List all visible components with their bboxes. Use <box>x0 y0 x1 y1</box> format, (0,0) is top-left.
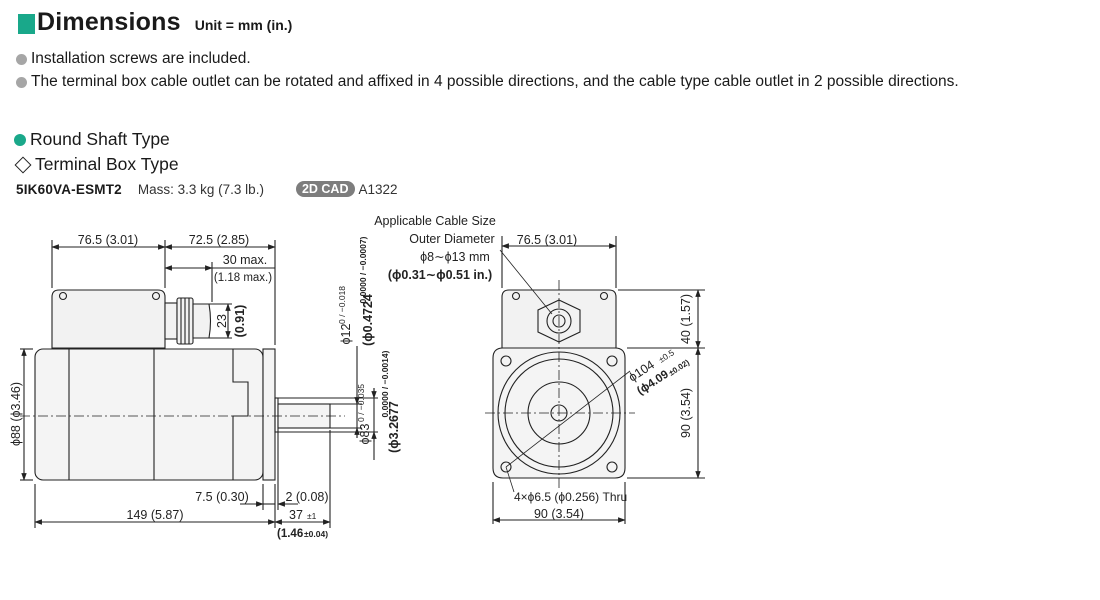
box-type-label: Terminal Box Type <box>35 154 179 174</box>
dim-holes: 4×ϕ6.5 (ϕ0.256) Thru <box>514 490 627 504</box>
note-item: Installation screws are included. <box>16 50 251 68</box>
cad-badge[interactable]: 2D CAD <box>295 181 355 197</box>
dim-shaft-length-in-tol: ±0.04) <box>304 529 328 539</box>
dim-total-length: 149 (5.87) <box>127 508 184 522</box>
dim-pilot-dia: ϕ83 <box>358 424 372 445</box>
note-text: The terminal box cable outlet can be rot… <box>31 73 959 90</box>
cable-range-mm: ϕ8∼ϕ13 mm <box>420 250 490 264</box>
dim-outlet-height-in: (0.91) <box>233 305 247 338</box>
side-view-labels: 76.5 (3.01) 72.5 (2.85) 30 max. (1.18 ma… <box>9 233 401 540</box>
cable-title-2: Outer Diameter <box>409 232 494 246</box>
dim-outlet-max-in: (1.18 max.) <box>214 272 272 284</box>
dim-box-height: 40 (1.57) <box>679 294 693 344</box>
dim-shaft-tol: 0 / −0.018 <box>337 286 347 324</box>
model-row: 5IK60VA-ESMT2 Mass: 3.3 kg (7.3 lb.) 2D … <box>16 181 398 197</box>
dim-pcd-tol: ±0.5 <box>657 347 676 365</box>
dim-pilot-in-tol: 0.0000 / −0.0014) <box>380 350 390 417</box>
cad-code[interactable]: A1322 <box>358 181 398 197</box>
dim-flange: 7.5 (0.30) <box>195 490 249 504</box>
cable-title-1: Applicable Cable Size <box>374 214 496 228</box>
page-title: Dimensions <box>37 8 181 36</box>
dim-shaft-dia: ϕ12 <box>339 324 353 345</box>
dim-outlet-height: 23 <box>215 314 229 328</box>
side-view <box>20 240 378 528</box>
shaft-type-label: Round Shaft Type <box>30 129 170 149</box>
bullet-icon <box>16 76 27 88</box>
shaft-type-heading: Round Shaft Type <box>14 129 170 150</box>
dim-shaft-length: 37 <box>289 508 303 522</box>
dim-box-to-end: 72.5 (2.85) <box>189 233 249 247</box>
bullet-icon <box>16 53 27 65</box>
mass-value: Mass: 3.3 kg (7.3 lb.) <box>137 181 264 197</box>
dim-pilot-tol: 0 / −0.035 <box>356 384 366 422</box>
filled-circle-icon <box>14 133 26 146</box>
header-square-icon <box>18 14 35 34</box>
dim-box-length: 76.5 (3.01) <box>78 233 138 247</box>
front-view <box>485 236 705 524</box>
dim-pcd-in-tol: ±0.02) <box>667 358 691 378</box>
cable-range-in: (ϕ0.31∼ϕ0.51 in.) <box>388 268 492 282</box>
dim-body-dia: ϕ88 (ϕ3.46) <box>9 382 23 446</box>
section-header: Dimensions Unit = mm (in.) <box>18 8 292 38</box>
dim-shaft-length-tol: ±1 <box>307 511 317 521</box>
dim-shaft-in: (ϕ0.4724 <box>361 294 375 346</box>
dim-pilot-in: (ϕ3.2677 <box>387 401 401 453</box>
note-item: The terminal box cable outlet can be rot… <box>16 73 959 91</box>
box-type-heading: Terminal Box Type <box>14 154 179 175</box>
dim-shaft-length-in: (1.46 <box>277 528 303 540</box>
note-text: Installation screws are included. <box>31 50 251 67</box>
dim-pilot-len: 2 (0.08) <box>285 490 328 504</box>
model-name: 5IK60VA-ESMT2 <box>16 181 122 197</box>
dim-box-width: 76.5 (3.01) <box>517 233 577 247</box>
dim-outlet-max: 30 max. <box>223 253 267 267</box>
unit-label: Unit = mm (in.) <box>194 17 293 33</box>
dim-square-height: 90 (3.54) <box>679 388 693 438</box>
dim-shaft-in-tol: 0.0000 / −0.0007) <box>358 236 368 303</box>
dim-square-width: 90 (3.54) <box>534 507 584 521</box>
front-view-labels: Applicable Cable Size Outer Diameter ϕ8∼… <box>374 214 693 521</box>
